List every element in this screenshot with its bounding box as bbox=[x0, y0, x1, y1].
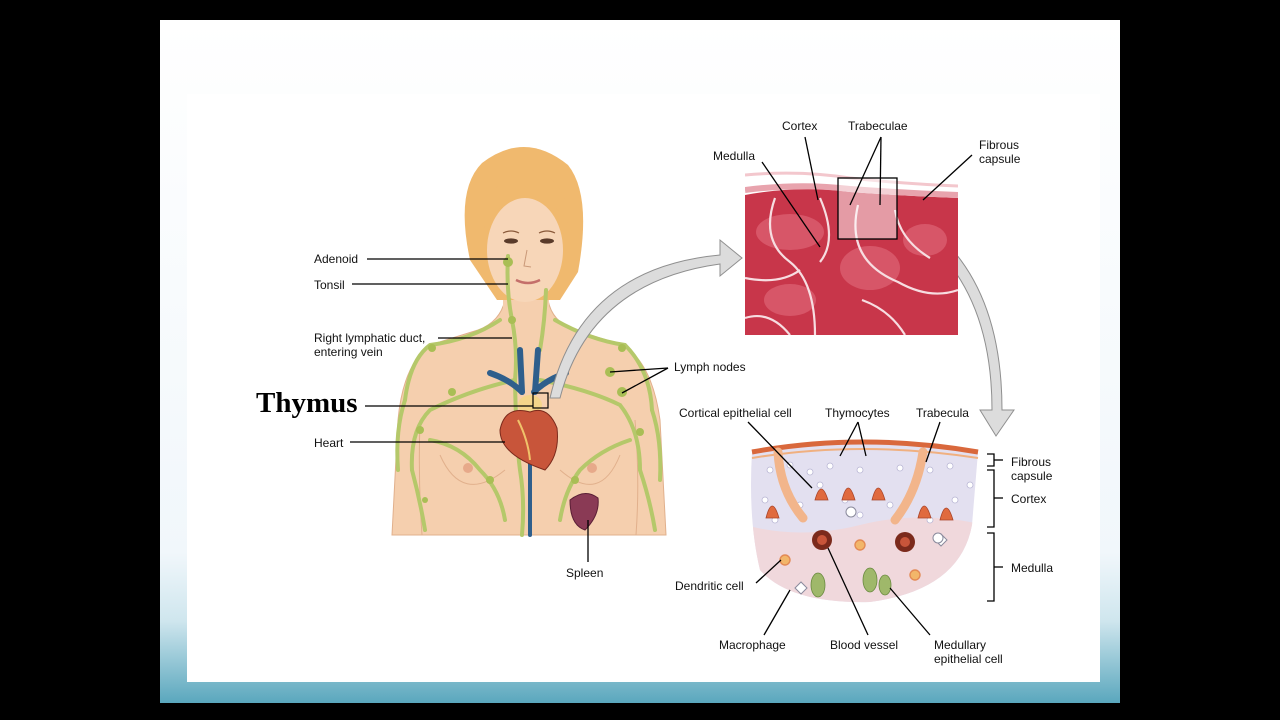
face bbox=[487, 198, 563, 302]
layer-brackets bbox=[987, 453, 1003, 602]
medullary-epithelial-cell-label: Medullary epithelial cell bbox=[934, 638, 1003, 666]
leader-lines-micrograph bbox=[761, 136, 973, 248]
tonsil-label: Tonsil bbox=[314, 278, 345, 292]
dendritic-cell-label: Dendritic cell bbox=[675, 579, 744, 593]
cortex-label: Cortex bbox=[782, 119, 818, 133]
lymph-nodes bbox=[416, 257, 644, 503]
leader-lines-body bbox=[350, 258, 669, 562]
leader-lines-lobule bbox=[747, 421, 941, 636]
cortical-epithelial-cell-label: Cortical epithelial cell bbox=[679, 406, 792, 420]
blood-vessel-label: Blood vessel bbox=[830, 638, 899, 652]
macrophage-label: Macrophage bbox=[719, 638, 786, 652]
heart-label: Heart bbox=[314, 436, 344, 450]
thymus-lobule-diagram bbox=[751, 439, 979, 603]
lobule-capsule bbox=[751, 439, 979, 455]
cortex-layer-label: Cortex bbox=[1011, 492, 1047, 506]
medulla-label: Medulla bbox=[713, 149, 756, 163]
spleen-label: Spleen bbox=[566, 566, 604, 580]
thymus-title-label: Thymus bbox=[256, 387, 358, 419]
fibrous-capsule-layer-label: Fibrous capsule bbox=[1011, 455, 1053, 483]
thymus-selection-box bbox=[532, 392, 549, 409]
lymph-nodes-label: Lymph nodes bbox=[674, 360, 746, 374]
medulla-layer-label: Medulla bbox=[1011, 561, 1054, 575]
right-lymphatic-duct-label: Right lymphatic duct, entering vein bbox=[314, 331, 426, 359]
adenoid-label: Adenoid bbox=[314, 252, 359, 266]
fibrous-capsule-label: Fibrous capsule bbox=[979, 138, 1021, 166]
trabecula-label: Trabecula bbox=[916, 406, 969, 420]
thymus-micrograph bbox=[745, 165, 958, 335]
trabeculae-label: Trabeculae bbox=[848, 119, 908, 133]
trabeculae-inset-box bbox=[837, 177, 898, 240]
spleen bbox=[569, 493, 599, 531]
female-body-figure bbox=[391, 146, 667, 537]
thymocytes-label: Thymocytes bbox=[825, 406, 890, 420]
curved-arrow-to-micrograph bbox=[549, 238, 743, 399]
heart bbox=[499, 409, 558, 471]
